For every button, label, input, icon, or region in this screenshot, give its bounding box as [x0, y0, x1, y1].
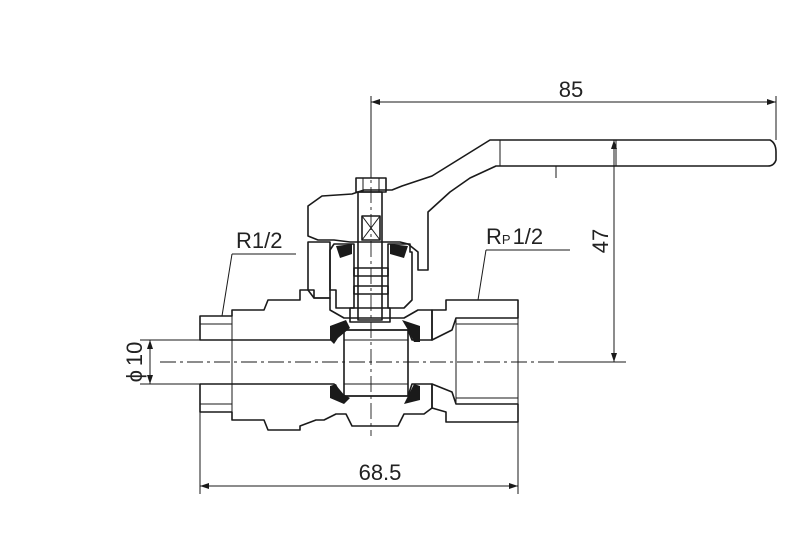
dimension-handle-length-label: 85: [559, 77, 583, 102]
dimension-body-length-label: 68.5: [359, 460, 402, 485]
female-thread-size: 1/2: [513, 224, 544, 249]
label-female-thread: RP1/2: [477, 224, 570, 301]
dimension-body-length: 68.5: [199, 412, 519, 494]
bore-symbol: ϕ: [122, 370, 147, 382]
svg-text:RP1/2: RP1/2: [486, 224, 543, 249]
dimension-height-label: 47: [588, 229, 613, 253]
dimension-bore: ϕ 10: [122, 339, 200, 385]
valve-body-left: [199, 289, 433, 431]
female-thread-r: R: [486, 224, 502, 249]
label-male-thread: R1/2: [221, 228, 296, 317]
valve-stem: [349, 191, 391, 323]
centre-lines: [160, 160, 560, 436]
valve-body-right: [431, 299, 519, 423]
bore-value: 10: [122, 342, 147, 366]
valve-ball: [330, 320, 420, 404]
dimension-handle-length: 85: [370, 77, 777, 178]
svg-text:ϕ10: ϕ 10: [122, 342, 147, 383]
female-thread-p: P: [502, 232, 511, 247]
male-thread-label: R1/2: [236, 228, 282, 253]
dimension-height: 47: [560, 139, 626, 363]
